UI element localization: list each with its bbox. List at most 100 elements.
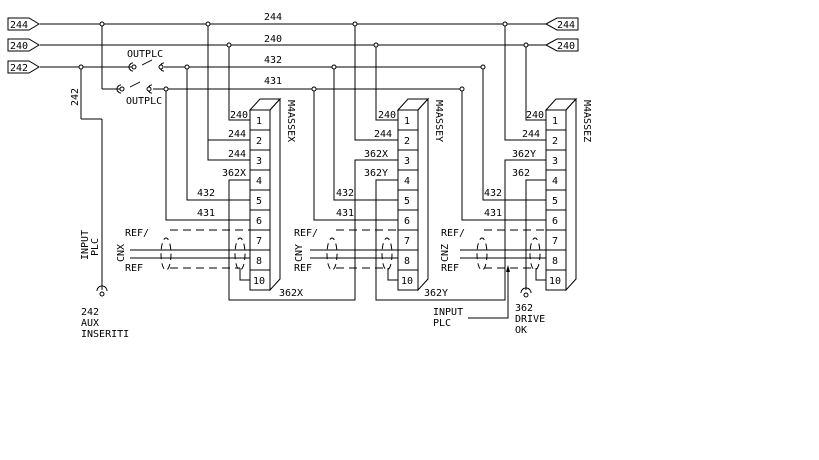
svg-text:240: 240: [10, 41, 28, 52]
terminal-y-2: 2: [404, 136, 410, 147]
wire-label-x-362X: 362X: [222, 168, 246, 179]
terminal-z-5: 5: [552, 196, 558, 207]
module-x-wires: [130, 24, 398, 301]
terminal-z-6: 6: [552, 216, 558, 227]
input-plc-left-line2: PLC: [90, 238, 101, 256]
module-y: 1 2 3 4 5 6 7 8 10 M4ASSEY: [396, 97, 444, 292]
wire-label-z-362: 362: [512, 168, 530, 179]
wire-label-x-244a: 244: [228, 129, 246, 140]
junctions: [78, 21, 529, 92]
drive-ok-label-2: DRIVE: [515, 314, 545, 325]
wire-y-362Y: [375, 159, 546, 301]
bus-label-431: 431: [264, 76, 282, 87]
svg-text:244: 244: [10, 20, 28, 31]
aux-connector-icon: [96, 285, 108, 297]
wire-y-10: [387, 268, 398, 281]
module-z-name: M4ASSEZ: [581, 100, 592, 142]
wire-label-x-240: 240: [230, 110, 248, 121]
wire-label-y-362Y: 362Y: [364, 168, 388, 179]
wire-y-431: [313, 89, 398, 221]
ref-bottom-z: REF: [441, 263, 459, 274]
bus-label-244: 244: [264, 12, 282, 23]
wire-label-y-431: 431: [336, 208, 354, 219]
wire-label-y-432: 432: [336, 188, 354, 199]
terminal-z-10: 10: [549, 276, 561, 287]
bottom-label-y: 362Y: [424, 288, 448, 299]
drive-ok-connector-icon: [520, 287, 532, 298]
wire-242-label: 242: [70, 88, 81, 106]
module-x-name: M4ASSEX: [285, 100, 296, 142]
aux-label-1: 242: [81, 307, 99, 318]
terminal-z-8: 8: [552, 256, 558, 267]
terminal-y-6: 6: [404, 216, 410, 227]
wire-z-432: [482, 67, 546, 201]
terminal-x-8: 8: [256, 256, 262, 267]
svg-text:240: 240: [557, 41, 575, 52]
svg-text:242: 242: [10, 63, 28, 74]
aux-label-2: AUX: [81, 318, 99, 329]
wire-x-10: [239, 268, 250, 281]
wire-input-plc: [468, 270, 509, 319]
outplc-label-upper: OUTPLC: [127, 49, 163, 60]
connector-x: CNX: [116, 244, 127, 262]
terminal-y-5: 5: [404, 196, 410, 207]
wire-label-y-362X: 362X: [364, 149, 388, 160]
terminal-z-1: 1: [552, 116, 558, 127]
outplc-label-lower: OUTPLC: [126, 96, 162, 107]
right-tag-244: 244: [544, 17, 579, 31]
wire-label-x-431: 431: [197, 208, 215, 219]
terminal-x-4: 4: [256, 176, 262, 187]
module-z: 1 2 3 4 5 6 7 8 10 M4ASSEZ: [544, 97, 592, 292]
wire-label-z-431: 431: [484, 208, 502, 219]
wire-x-432: [186, 67, 250, 201]
input-plc-bottom-1: INPUT: [433, 307, 463, 318]
wire-label-x-244b: 244: [228, 149, 246, 160]
outplc-switch-lower: [116, 81, 153, 94]
wire-z-10: [535, 268, 546, 281]
module-y-wires: [310, 24, 546, 301]
bus-label-240: 240: [264, 34, 282, 45]
wire-label-y-240: 240: [378, 110, 396, 121]
ref-top-z: REF/: [441, 228, 465, 239]
terminal-y-8: 8: [404, 256, 410, 267]
terminal-z-2: 2: [552, 136, 558, 147]
aux-label-3: INSERITI: [81, 329, 129, 340]
ref-top-x: REF/: [125, 228, 149, 239]
wire-label-z-240: 240: [526, 110, 544, 121]
wire-z-431: [461, 89, 546, 221]
left-tag-244: 244: [7, 17, 40, 31]
bottom-label-x: 362X: [279, 288, 303, 299]
wire-x-244-b: [207, 140, 250, 161]
wire-x-431: [165, 89, 250, 221]
wire-x-240: [228, 45, 250, 121]
wire-z-362: [525, 179, 546, 290]
drive-ok-label-3: OK: [515, 325, 527, 336]
wire-x-362X: [228, 159, 398, 301]
terminal-x-3: 3: [256, 156, 262, 167]
bus-label-432: 432: [264, 55, 282, 66]
terminal-y-4: 4: [404, 176, 410, 187]
drive-ok-label-1: 362: [515, 303, 533, 314]
terminal-x-7: 7: [256, 236, 262, 247]
wire-z-244: [504, 24, 546, 141]
terminal-x-2: 2: [256, 136, 262, 147]
wire-z-240: [525, 45, 546, 121]
left-tag-242: 242: [7, 60, 40, 74]
right-tag-240: 240: [544, 38, 579, 52]
left-tag-240: 240: [7, 38, 40, 52]
input-plc-left-line1: INPUT: [80, 230, 91, 260]
outplc-switch-upper: [128, 59, 165, 72]
connector-z: CNZ: [440, 244, 451, 262]
wire-label-z-362Y: 362Y: [512, 149, 536, 160]
wire-y-432: [333, 67, 398, 201]
bus-lines: [40, 23, 546, 90]
terminal-z-3: 3: [552, 156, 558, 167]
wire-label-y-244: 244: [374, 129, 392, 140]
terminal-z-4: 4: [552, 176, 558, 187]
wire-label-z-432: 432: [484, 188, 502, 199]
ref-top-y: REF/: [294, 228, 318, 239]
terminal-y-3: 3: [404, 156, 410, 167]
arrow-icon: [506, 265, 510, 272]
module-z-wires: [460, 24, 546, 319]
